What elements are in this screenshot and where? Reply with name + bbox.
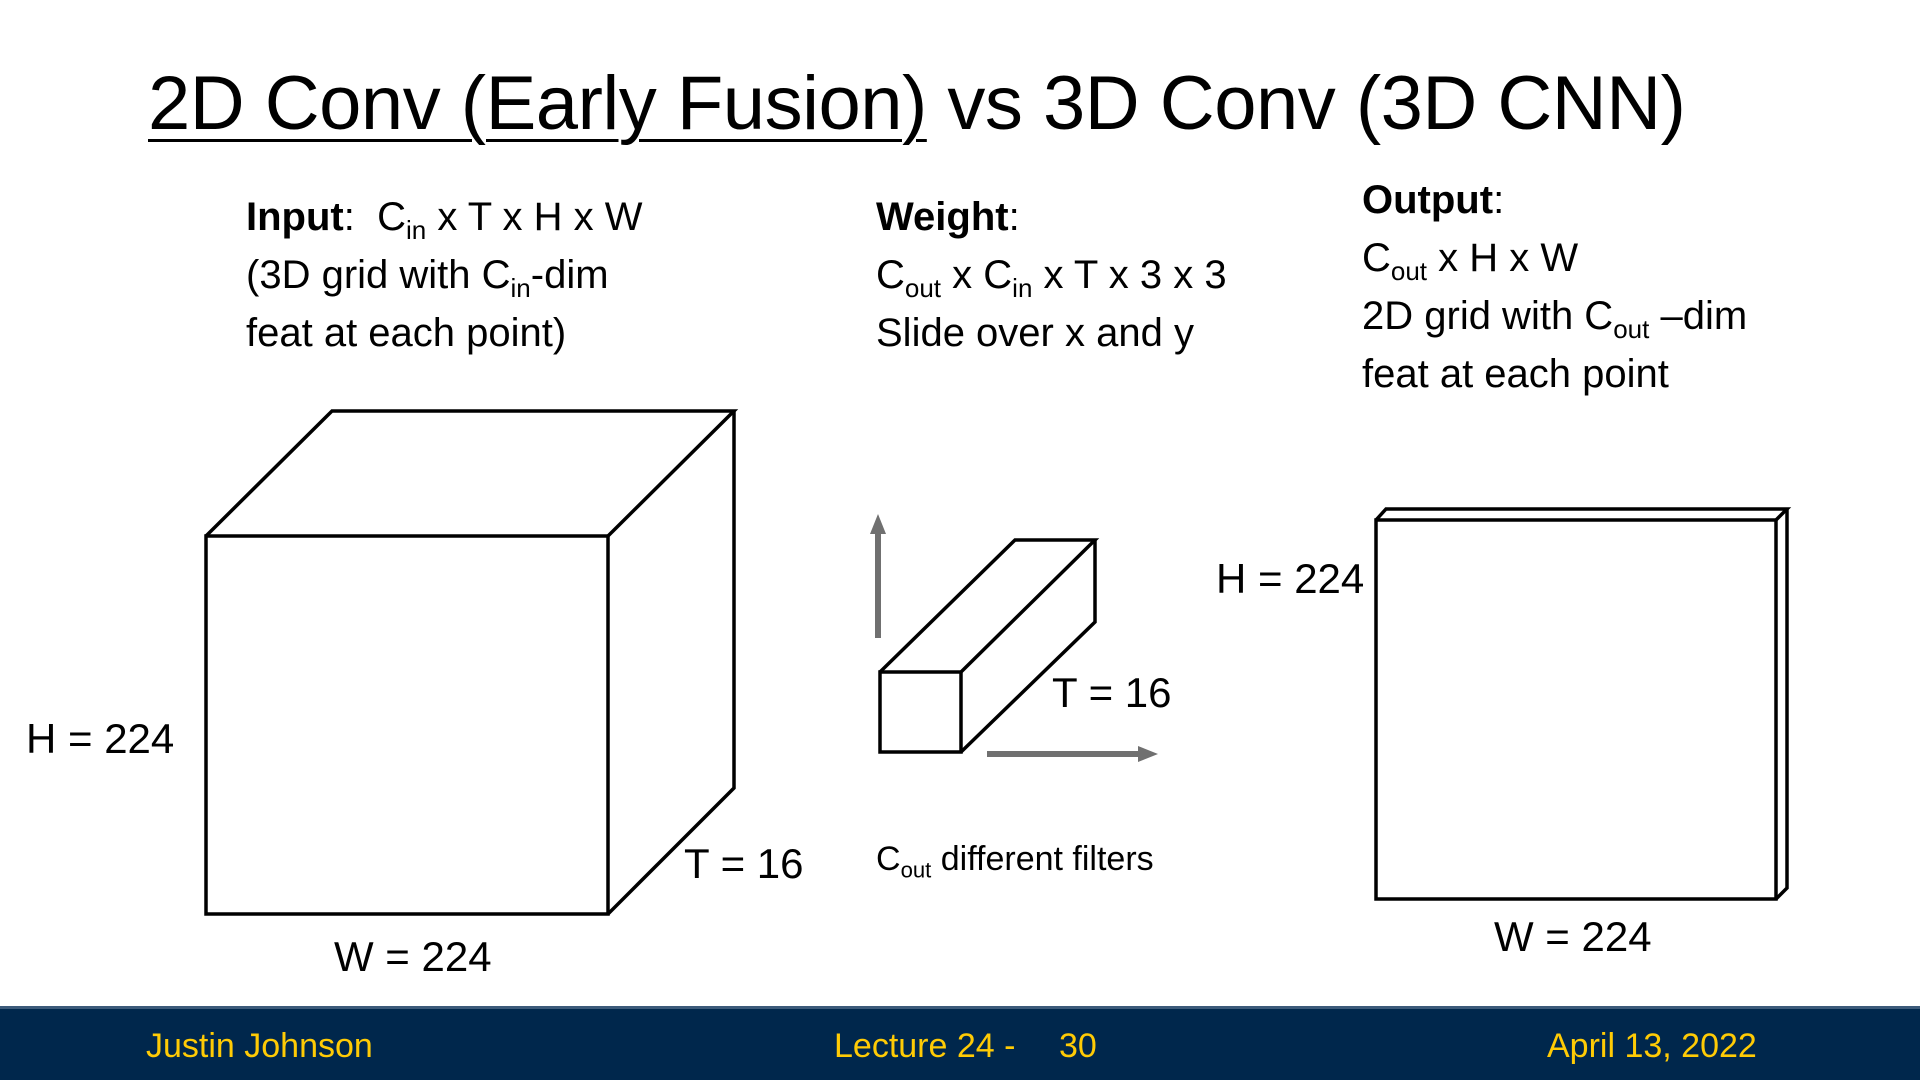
input-line-1: Input: Cin x T x H x W [246,195,643,246]
input-time-label: T = 16 [684,840,804,887]
output-line-1: Cout x H x W [1362,229,1747,287]
slide-y-arrow [870,514,886,638]
output-slab [1374,507,1792,901]
input-height-label: H = 224 [26,715,175,762]
output-l2-post: –dim [1649,294,1748,338]
weight-c-sub: out [904,273,942,304]
weight-line-2: Slide over x and y [876,311,1194,355]
slide-title: 2D Conv (Early Fusion) vs 3D Conv (3D CN… [148,60,1686,147]
diagram-canvas [204,409,1792,916]
input-cube-top-face [204,409,739,538]
footer-lecture: Lecture 24 - [834,1027,1016,1065]
output-l2-sub: out [1613,314,1650,345]
filter-time-label: T = 16 [1052,669,1172,716]
input-width-label: W = 224 [334,933,492,980]
weight-description: Weight: Cout x Cin x T x 3 x 3 Slide ove… [876,188,1227,362]
weight-mid: x C [941,253,1013,297]
input-line-2: (3D grid with Cin-dim [246,246,643,304]
output-dims: x H x W [1427,236,1579,280]
weight-heading: Weight [876,195,1009,239]
weight-dims: x T x 3 x 3 [1032,253,1227,297]
weight-c: C [876,253,905,297]
arrow-right-icon [1138,746,1158,762]
input-l2-pre: (3D grid with C [246,253,511,297]
input-cube-front-face [204,534,610,916]
output-description: Output: Cout x H x W 2D grid with Cout –… [1362,171,1747,403]
input-cube-side-face [606,411,736,916]
output-height-label: H = 224 [1216,555,1365,602]
output-line-heading: Output: [1362,178,1505,222]
input-description: Input: Cin x T x H x W (3D grid with Cin… [246,188,643,362]
footer-date: April 13, 2022 [1547,1027,1757,1065]
weight-line-1: Cout x Cin x T x 3 x 3 [876,246,1227,304]
input-l2-sub: in [510,273,531,304]
filter-block [878,538,1100,754]
input-cube [204,409,739,916]
footer-page-number: 30 [1059,1027,1097,1065]
filters-c: C [876,840,901,878]
output-line-2: 2D grid with Cout –dim [1362,287,1747,345]
slide-x-arrow [987,746,1158,762]
input-heading: Input [246,195,344,239]
input-line-3: feat at each point) [246,311,567,355]
title-underlined-part: 2D Conv (Early Fusion) [148,61,927,146]
filter-side-face [959,540,1097,754]
arrow-up-icon [870,514,886,534]
input-c-sub: in [405,215,427,246]
title-rest: vs 3D Conv (3D CNN) [926,61,1686,146]
output-c-sub: out [1390,256,1428,287]
input-c: C [377,195,406,239]
footer-author: Justin Johnson [146,1027,373,1065]
filter-front-face [878,670,963,754]
output-slab-top-face [1374,507,1792,522]
output-l2-pre: 2D grid with C [1362,294,1614,338]
output-slab-side-face [1774,509,1789,901]
input-l2-post: -dim [530,253,609,297]
weight-line-heading: Weight: [876,195,1020,239]
input-dims: x T x H x W [426,195,643,239]
slide-footer: Justin Johnson Lecture 24 - 30 April 13,… [0,1006,1920,1080]
filters-text: different filters [931,840,1154,878]
filters-c-sub: out [900,857,932,883]
output-line-3: feat at each point [1362,352,1669,396]
output-heading: Output [1362,178,1494,222]
output-slab-front-face [1374,518,1778,901]
output-c: C [1362,236,1391,280]
weight-c-sub2: in [1012,273,1033,304]
filter-top-face [878,538,1100,674]
filters-count-label: Cout different filters [876,840,1154,881]
output-width-label: W = 224 [1494,913,1652,960]
